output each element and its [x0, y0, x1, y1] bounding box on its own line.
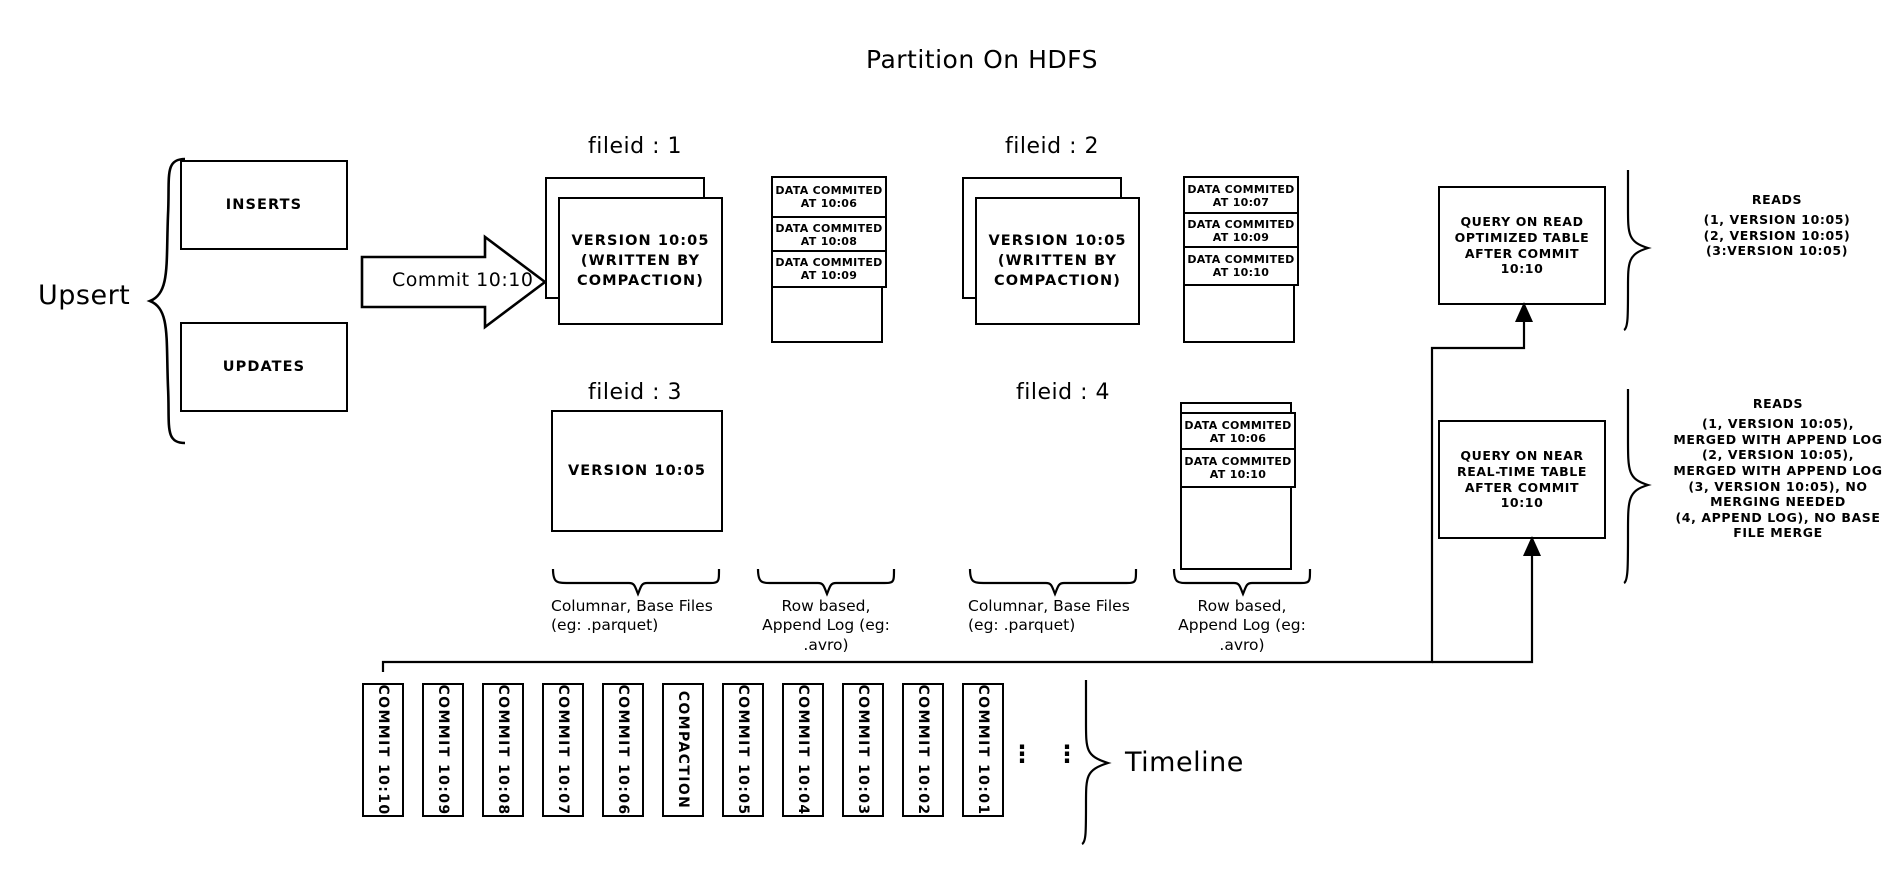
query-read-optimized-text: QUERY ON READ OPTIMIZED TABLE AFTER COMM… [1454, 214, 1590, 277]
reads-body-2: (1, VERSION 10:05), MERGED WITH APPEND L… [1673, 416, 1883, 541]
timeline-item-4[interactable]: COMMIT 10:06 [602, 683, 644, 817]
fileid-1-log-entry-1: DATA COMMITED AT 10:08 [771, 216, 887, 254]
timeline-item-6-label: COMMIT 10:05 [735, 684, 751, 816]
rowbased-right-brace [1172, 568, 1312, 597]
rowbased-left-caption: Row based, Append Log (eg: .avro) [762, 597, 890, 654]
inserts-box: INSERTS [180, 160, 348, 250]
fileid-4-log-file: DATA COMMITED AT 10:06 DATA COMMITED AT … [1180, 402, 1296, 570]
query-near-real-time-box[interactable]: QUERY ON NEAR REAL-TIME TABLE AFTER COMM… [1438, 420, 1606, 539]
upsert-label: Upsert [38, 280, 131, 311]
inserts-label: INSERTS [225, 197, 303, 213]
fileid-2-log-file: DATA COMMITED AT 10:07 DATA COMMITED AT … [1183, 176, 1299, 343]
updates-label: UPDATES [222, 359, 306, 375]
timeline-item-5[interactable]: COMPACTION [662, 683, 704, 817]
timeline-item-8-label: COMMIT 10:03 [855, 684, 871, 816]
fileid-1-base-file-text: VERSION 10:05 (WRITTEN BY COMPACTION) [571, 233, 710, 289]
reads-brace-bottom [1623, 388, 1652, 584]
rowbased-right-caption: Row based, Append Log (eg: .avro) [1178, 597, 1306, 654]
rowbased-left-brace [756, 568, 896, 597]
timeline-item-4-label: COMMIT 10:06 [615, 684, 631, 816]
timeline-item-3[interactable]: COMMIT 10:07 [542, 683, 584, 817]
fileid-3-label: fileid : 3 [588, 380, 682, 405]
fileid-2-base-file: VERSION 10:05 (WRITTEN BY COMPACTION) [975, 197, 1140, 325]
columnar-left-caption: Columnar, Base Files (eg: .parquet) [551, 597, 713, 635]
timeline-item-0-label: COMMIT 10:10 [375, 684, 391, 816]
fileid-2-log-entry-2: DATA COMMITED AT 10:10 [1183, 246, 1299, 286]
query-near-real-time-text: QUERY ON NEAR REAL-TIME TABLE AFTER COMM… [1457, 448, 1587, 511]
timeline-ellipsis-1: ⋮ [1010, 740, 1034, 768]
timeline-ellipsis-2: ⋮ [1055, 740, 1079, 768]
fileid-4-log-entry-1: DATA COMMITED AT 10:10 [1180, 448, 1296, 488]
timeline-item-2-label: COMMIT 10:08 [495, 684, 511, 816]
timeline-item-1[interactable]: COMMIT 10:09 [422, 683, 464, 817]
fileid-1-log-file: DATA COMMITED AT 10:06 DATA COMMITED AT … [771, 176, 887, 343]
fileid-2-label: fileid : 2 [1005, 134, 1099, 159]
fileid-1-label: fileid : 1 [588, 134, 682, 159]
commit-arrow-shape [360, 234, 548, 330]
reads-title-2: READS [1752, 396, 1804, 411]
columnar-right-caption: Columnar, Base Files (eg: .parquet) [968, 597, 1130, 635]
fileid-4-label: fileid : 4 [1016, 380, 1110, 405]
timeline-item-9[interactable]: COMMIT 10:02 [902, 683, 944, 817]
reads-brace-top [1623, 169, 1652, 331]
columnar-left-brace [551, 568, 721, 597]
timeline-item-5-label: COMPACTION [675, 690, 691, 810]
upsert-brace [146, 157, 186, 445]
fileid-1-log-entry-2: DATA COMMITED AT 10:09 [771, 250, 887, 288]
timeline-item-3-label: COMMIT 10:07 [555, 684, 571, 816]
timeline-item-2[interactable]: COMMIT 10:08 [482, 683, 524, 817]
fileid-3-base-file: VERSION 10:05 [551, 410, 723, 532]
fileid-2-base-file-text: VERSION 10:05 (WRITTEN BY COMPACTION) [988, 233, 1127, 289]
timeline-item-7-label: COMMIT 10:04 [795, 684, 811, 816]
commit-arrow-label: Commit 10:10 [392, 269, 534, 291]
timeline-item-8[interactable]: COMMIT 10:03 [842, 683, 884, 817]
fileid-1-base-file: VERSION 10:05 (WRITTEN BY COMPACTION) [558, 197, 723, 325]
updates-box: UPDATES [180, 322, 348, 412]
timeline-label: Timeline [1125, 747, 1244, 778]
fileid-3-base-file-text: VERSION 10:05 [567, 463, 707, 479]
reads-title-1: READS [1751, 192, 1803, 207]
timeline-item-10-label: COMMIT 10:01 [975, 684, 991, 816]
timeline-item-0[interactable]: COMMIT 10:10 [362, 683, 404, 817]
columnar-right-brace [968, 568, 1138, 597]
fileid-4-log-entry-0: DATA COMMITED AT 10:06 [1180, 412, 1296, 452]
timeline-item-10[interactable]: COMMIT 10:01 [962, 683, 1004, 817]
timeline-brace [1081, 679, 1112, 845]
query-read-optimized-box[interactable]: QUERY ON READ OPTIMIZED TABLE AFTER COMM… [1438, 186, 1606, 305]
timeline-item-6[interactable]: COMMIT 10:05 [722, 683, 764, 817]
timeline-item-9-label: COMMIT 10:02 [915, 684, 931, 816]
timeline-item-1-label: COMMIT 10:09 [435, 684, 451, 816]
page-title: Partition On HDFS [866, 45, 1098, 74]
reads-body-1: (1, VERSION 10:05) (2, VERSION 10:05) (3… [1703, 212, 1851, 259]
timeline-item-7[interactable]: COMMIT 10:04 [782, 683, 824, 817]
